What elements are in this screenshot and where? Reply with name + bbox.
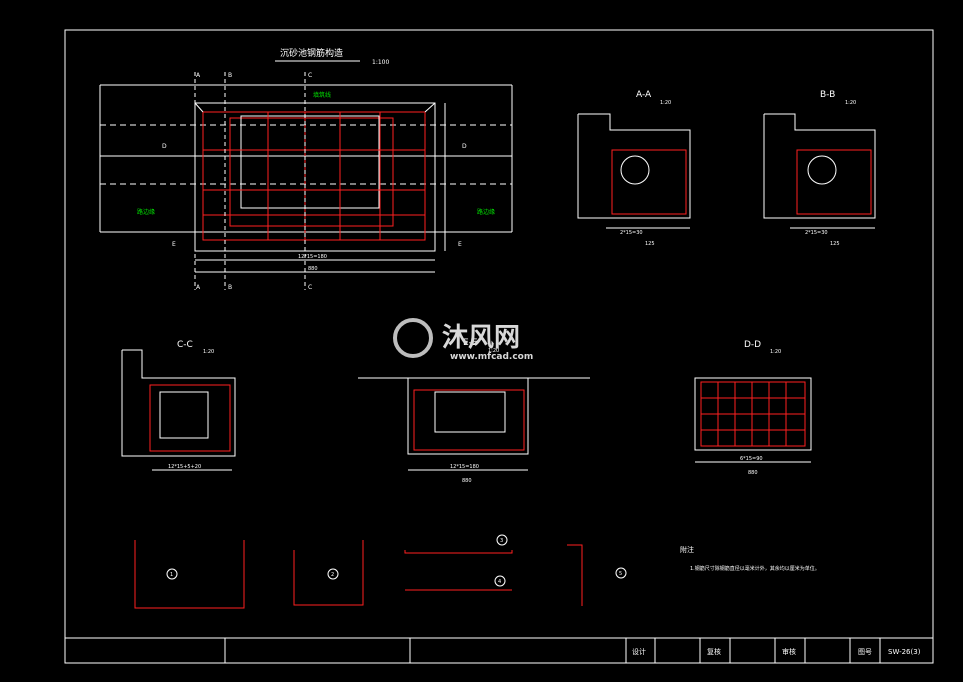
cut-e-left: E: [172, 241, 176, 248]
section-c-c-title: C-C: [177, 340, 193, 350]
bar-mark-5-circle: [615, 567, 627, 579]
bar-detail-3: [404, 550, 513, 554]
section-a-a-dim-text: 2*15=30: [620, 230, 643, 236]
section-c-c-outline: [121, 349, 236, 457]
section-b-b: B-B 1:20 2*15=30 125: [763, 90, 876, 247]
title-block: [64, 637, 934, 664]
bar-mark-4-circle: [494, 575, 506, 587]
bar-detail-2: [293, 540, 364, 606]
section-e-e-rebar: [413, 389, 525, 451]
section-d-d-rebar-grid: [701, 382, 805, 446]
bar-mark-2-circle: [327, 568, 339, 580]
cut-b-bottom: B: [228, 284, 232, 291]
cut-c-top: C: [308, 72, 312, 79]
cut-e-right: E: [458, 241, 462, 248]
plan-label-right: 路边缘: [477, 208, 495, 216]
section-d-d-title: D-D: [744, 340, 761, 350]
notes-line-1: 1.钢筋尺寸除钢筋直径以毫米计外，其余均以厘米为单位。: [690, 565, 820, 572]
section-b-b-scale: 1:20: [845, 100, 856, 106]
section-a-a-rebar: [611, 149, 687, 215]
bar-mark-2: 2: [331, 572, 334, 578]
section-b-b-dim-text: 2*15=30: [805, 230, 828, 236]
watermark-brand: 沐风网: [442, 323, 520, 353]
section-a-a-scale: 1:20: [660, 100, 671, 106]
title-block-approve: 审核: [782, 647, 796, 656]
cut-a-top: A: [196, 72, 201, 79]
section-b-b-title: B-B: [820, 90, 835, 100]
section-e-e-dim-text: 12*15=180: [450, 464, 479, 470]
section-e-e-outline: [407, 377, 529, 455]
watermark-logo-icon: [393, 318, 433, 358]
plan-diagonal-right: [424, 102, 436, 113]
cut-b-top: B: [228, 72, 232, 79]
plan-title: 沉砂池钢筋构造: [280, 47, 343, 59]
section-a-a-pipe: [620, 155, 650, 185]
plan-scale: 1:100: [372, 59, 389, 66]
section-e-e-scale: 1:20: [488, 348, 499, 354]
bar-mark-3: 3: [500, 538, 503, 544]
section-d-d-outline: [694, 377, 812, 451]
section-a-a-outline: [577, 113, 691, 219]
plan-dim-total: 880: [308, 266, 318, 272]
title-block-frame: [64, 637, 934, 664]
title-block-review: 复核: [707, 647, 721, 656]
section-a-a-title: A-A: [636, 90, 652, 100]
notes-heading: 附注: [680, 545, 694, 554]
title-block-drawing-no-label: 图号: [858, 648, 872, 656]
section-b-b-pipe: [807, 155, 837, 185]
section-d-d-scale: 1:20: [770, 349, 781, 355]
bar-mark-4: 4: [498, 579, 501, 585]
cut-c-bottom: C: [308, 284, 312, 291]
watermark: 沐风网 www.mfcad.com: [393, 318, 533, 362]
pit-opening: [240, 115, 380, 209]
section-e-e: E-E 1:20 12*15=180 880: [358, 338, 590, 484]
section-a-a-dim-total: 125: [645, 241, 655, 247]
section-e-e-void: [434, 391, 506, 433]
section-d-d: D-D 1:20 6*15=90 880: [694, 340, 812, 476]
cut-a-bottom: A: [196, 284, 201, 291]
section-c-c-dim-text: 12*15+5+20: [168, 464, 201, 470]
bar-details: [134, 540, 583, 609]
section-d-d-dim-text: 6*15=90: [740, 456, 763, 462]
bar-mark-1: 1: [170, 572, 173, 578]
section-e-e-dim-total: 880: [462, 478, 472, 484]
bar-detail-1: [134, 540, 245, 609]
plan-dim-spacing: 12*15=180: [298, 254, 327, 260]
title-block-design: 设计: [632, 647, 646, 656]
section-c-c-rebar: [149, 384, 231, 452]
section-b-b-outline: [763, 113, 876, 219]
title-block-drawing-no: SW-26(3): [888, 648, 921, 656]
cut-d-left: D: [162, 143, 167, 150]
section-e-e-title: E-E: [463, 338, 478, 348]
plan-label-top: 填筑线: [313, 91, 331, 99]
section-c-c: C-C 1:20 12*15+5+20: [121, 340, 236, 471]
bar-detail-5: [567, 544, 583, 606]
plan-view: 沉砂池钢筋构造 1:100 A B C D D: [99, 47, 513, 291]
section-a-a: A-A 1:20 2*15=30 125: [577, 90, 691, 247]
bar-mark-1-circle: [166, 568, 178, 580]
section-b-b-dim-total: 125: [830, 241, 840, 247]
plan-rebar-grid: [203, 112, 425, 240]
watermark-url: www.mfcad.com: [450, 352, 533, 362]
section-c-c-void: [159, 391, 209, 439]
bar-marks: [166, 534, 627, 587]
bar-mark-3-circle: [496, 534, 508, 546]
bar-mark-5: 5: [619, 571, 622, 577]
rebar-cage-outer: [202, 111, 426, 241]
rebar-cage-inner: [229, 117, 394, 227]
cut-d-right: D: [462, 143, 467, 150]
section-d-d-dim-total: 880: [748, 470, 758, 476]
section-b-b-rebar: [796, 149, 872, 215]
section-c-c-scale: 1:20: [203, 349, 214, 355]
plan-diagonal-left: [194, 102, 204, 113]
plan-label-left: 路边缘: [137, 208, 155, 216]
